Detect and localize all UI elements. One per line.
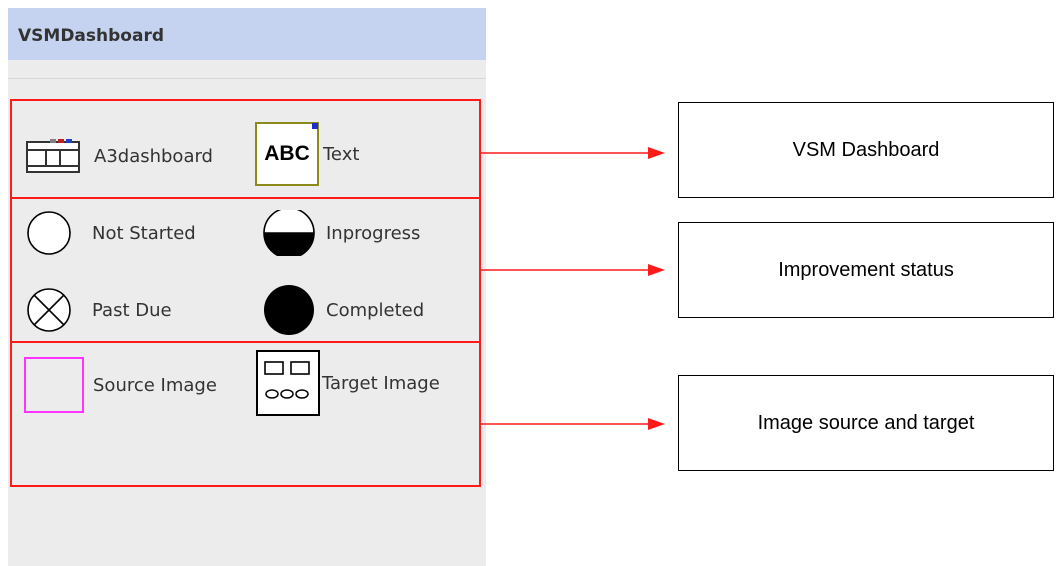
tool-source-image-label: Source Image — [93, 374, 217, 396]
abc-text-icon: ABC — [255, 122, 319, 186]
tool-target-image[interactable]: Target Image — [256, 350, 440, 416]
tool-source-image[interactable]: Source Image — [24, 357, 217, 413]
tool-target-image-label: Target Image — [322, 372, 440, 394]
tool-not-started[interactable]: Not Started — [26, 210, 196, 256]
tool-text[interactable]: ABC Text — [255, 122, 359, 186]
crossed-circle-icon — [26, 287, 72, 333]
source-image-icon — [24, 357, 84, 413]
tool-inprogress[interactable]: Inprogress — [262, 207, 421, 259]
tool-a3dashboard[interactable]: A3dashboard — [26, 136, 213, 176]
arrow-image — [481, 418, 665, 430]
header-divider — [8, 78, 486, 79]
tool-past-due[interactable]: Past Due — [26, 287, 172, 333]
empty-circle-icon — [26, 210, 72, 256]
tool-text-label: Text — [323, 143, 360, 165]
tool-completed[interactable]: Completed — [262, 284, 424, 336]
toolbox-title: VSMDashboard — [18, 26, 164, 46]
tool-a3dashboard-label: A3dashboard — [94, 145, 213, 167]
tool-inprogress-label: Inprogress — [326, 222, 421, 244]
callout-improvement-status-text: Improvement status — [778, 258, 954, 281]
toolbox-panel: VSMDashboard — [8, 8, 486, 566]
arrow-status — [481, 264, 665, 276]
abc-text-icon-glyph: ABC — [264, 142, 310, 165]
resize-handle — [312, 123, 318, 129]
callout-image-source-target: Image source and target — [678, 375, 1054, 471]
tool-past-due-label: Past Due — [92, 299, 172, 321]
image-group-highlight — [10, 341, 481, 487]
callout-improvement-status: Improvement status — [678, 222, 1054, 318]
tool-completed-label: Completed — [326, 299, 425, 321]
half-filled-circle-icon — [262, 207, 316, 259]
tool-not-started-label: Not Started — [92, 222, 196, 244]
callout-vsm-dashboard-text: VSM Dashboard — [792, 138, 940, 161]
filled-circle-icon — [262, 284, 316, 336]
arrow-dashboard — [481, 147, 665, 159]
toolbox-header[interactable]: VSMDashboard — [8, 8, 486, 60]
callout-vsm-dashboard: VSM Dashboard — [678, 102, 1054, 198]
callout-image-source-target-text: Image source and target — [757, 411, 975, 434]
target-image-icon — [256, 350, 320, 416]
a3-dashboard-icon — [26, 136, 82, 176]
